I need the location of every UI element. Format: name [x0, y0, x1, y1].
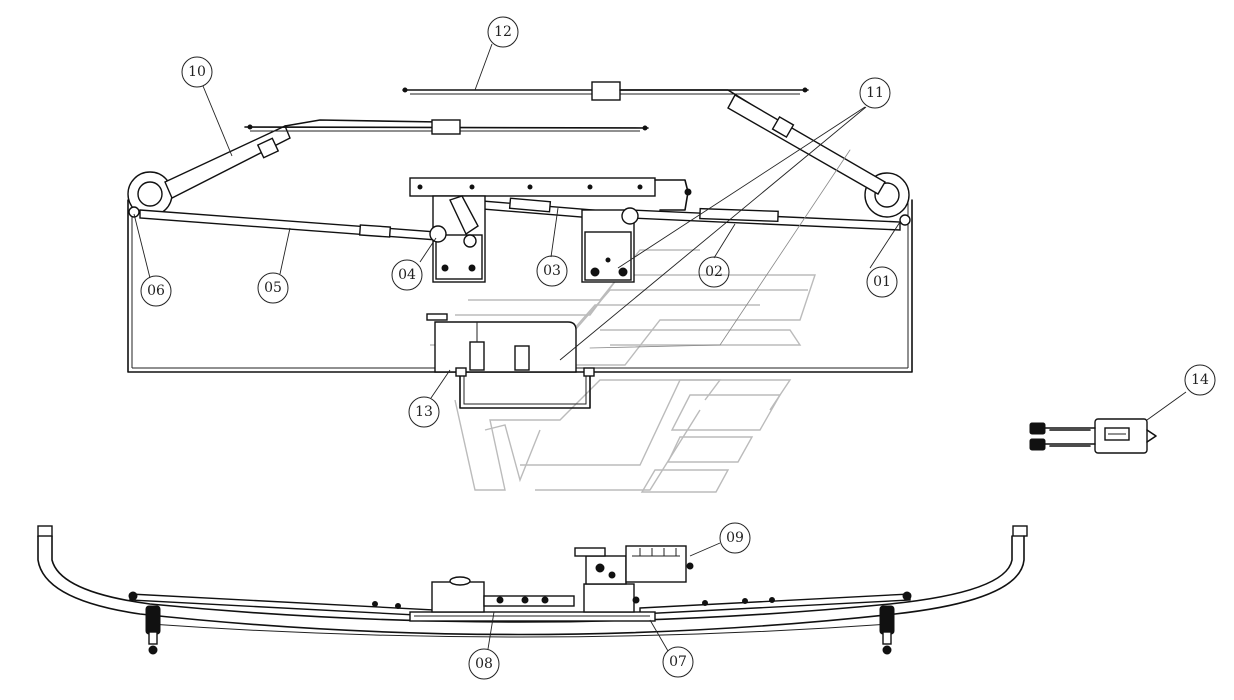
callout-12-label: 12	[494, 24, 512, 40]
callout-08-label: 08	[475, 656, 493, 672]
controller-module	[1029, 418, 1157, 454]
left-wiper-blade	[244, 119, 649, 135]
callout-06: 06	[140, 275, 172, 307]
callout-02-label: 02	[705, 264, 723, 280]
callout-11: 11	[859, 77, 891, 109]
callout-13-label: 13	[415, 404, 433, 420]
callout-05-label: 05	[264, 280, 282, 296]
leader-lines	[133, 43, 1187, 652]
callout-08: 08	[468, 648, 500, 680]
callout-06-label: 06	[147, 283, 165, 299]
callout-04-label: 04	[398, 267, 416, 283]
callout-14-label: 14	[1191, 372, 1209, 388]
callout-07-label: 07	[669, 654, 687, 670]
curved-rail	[37, 525, 1028, 638]
callout-02: 02	[698, 256, 730, 288]
callout-03: 03	[536, 255, 568, 287]
linkage-rod-02	[629, 207, 901, 231]
callout-01-label: 01	[873, 274, 891, 290]
motor-unit	[574, 545, 694, 613]
pump-unit	[431, 576, 575, 613]
left-wiper-arm	[164, 119, 441, 199]
motor-mount-bracket	[409, 177, 692, 211]
callout-09-label: 09	[726, 530, 744, 546]
callout-13: 13	[408, 396, 440, 428]
left-nozzle	[145, 605, 161, 655]
callout-01: 01	[866, 266, 898, 298]
right-bracket	[581, 207, 639, 283]
washer-reservoir	[426, 313, 595, 409]
callout-05: 05	[257, 272, 289, 304]
top-wiper-blade	[402, 81, 809, 101]
right-nozzle	[879, 605, 895, 655]
base-plate	[409, 611, 656, 622]
callout-14: 14	[1184, 364, 1216, 396]
callout-10-label: 10	[188, 64, 206, 80]
crank-bracket-04	[429, 195, 486, 283]
callout-11-label: 11	[866, 85, 884, 101]
callout-07: 07	[662, 646, 694, 678]
callout-09: 09	[719, 522, 751, 554]
callout-12: 12	[487, 16, 519, 48]
callout-10: 10	[181, 56, 213, 88]
callout-03-label: 03	[543, 263, 561, 279]
callout-04: 04	[391, 259, 423, 291]
right-wiper-arm	[619, 89, 886, 195]
